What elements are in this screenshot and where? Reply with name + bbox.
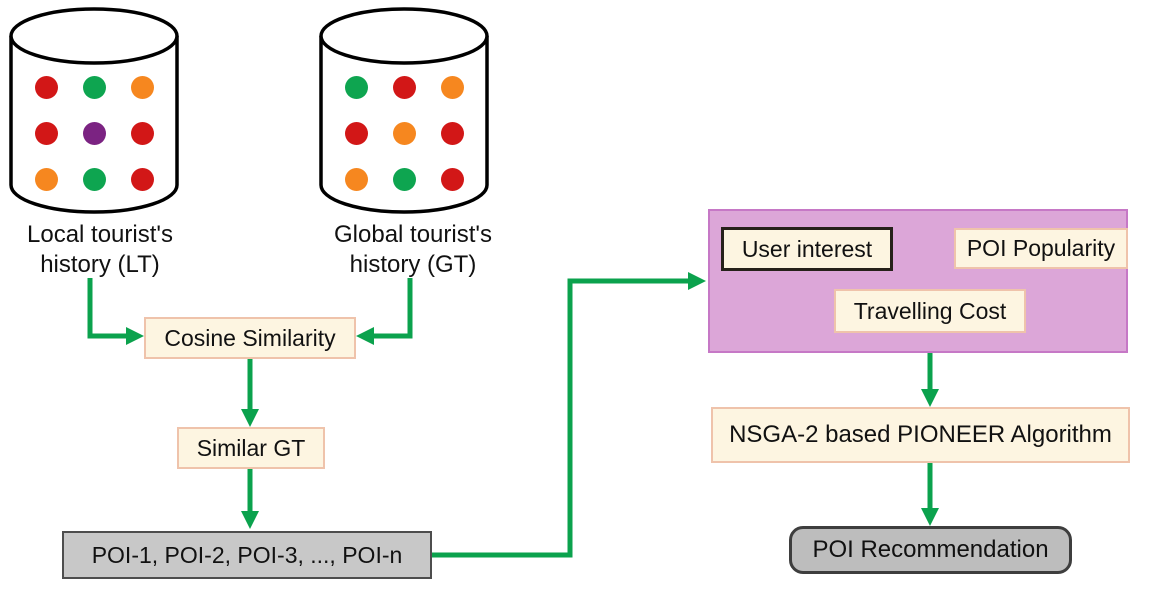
gt-poi-dots — [332, 64, 476, 202]
similar-gt-box: Similar GT — [177, 427, 325, 469]
arrow-gt-to-cosine — [356, 278, 413, 345]
poi-dot — [130, 167, 154, 191]
gt-database-label: Global tourist's history (GT) — [334, 221, 492, 278]
lt-database-cylinder — [8, 4, 180, 216]
nsga-algorithm-box: NSGA-2 based PIONEER Algorithm — [711, 407, 1130, 463]
poi-dot — [34, 121, 58, 145]
poi-dot — [130, 121, 154, 145]
arrow-cosine-to-similar-gt — [241, 359, 259, 427]
travelling-cost-box: Travelling Cost — [834, 289, 1026, 333]
poi-dot — [392, 75, 416, 99]
poi-dot — [130, 75, 154, 99]
poi-popularity-box: POI Popularity — [954, 228, 1128, 269]
arrow-lt-to-cosine — [87, 278, 144, 345]
cosine-similarity-box: Cosine Similarity — [144, 317, 356, 359]
arrow-poi-list-to-criteria-panel — [432, 272, 706, 558]
poi-dot — [82, 121, 106, 145]
poi-dot — [344, 167, 368, 191]
user-interest-box: User interest — [721, 227, 893, 271]
poi-dot — [82, 167, 106, 191]
poi-dot — [82, 75, 106, 99]
arrow-nsga-to-recommendation — [921, 463, 939, 526]
poi-dot — [440, 75, 464, 99]
lt-database-label: Local tourist's history (LT) — [27, 221, 173, 278]
poi-dot — [344, 121, 368, 145]
gt-database-cylinder — [318, 4, 490, 216]
poi-dot — [392, 121, 416, 145]
poi-list-box: POI-1, POI-2, POI-3, ..., POI-n — [62, 531, 432, 579]
poi-dot — [440, 167, 464, 191]
poi-dot — [34, 167, 58, 191]
poi-dot — [440, 121, 464, 145]
poi-dot — [34, 75, 58, 99]
poi-recommendation-box: POI Recommendation — [789, 526, 1072, 574]
arrow-criteria-panel-to-nsga — [921, 353, 939, 407]
arrow-similar-gt-to-poi-list — [241, 469, 259, 529]
lt-poi-dots — [22, 64, 166, 202]
poi-dot — [392, 167, 416, 191]
poi-dot — [344, 75, 368, 99]
